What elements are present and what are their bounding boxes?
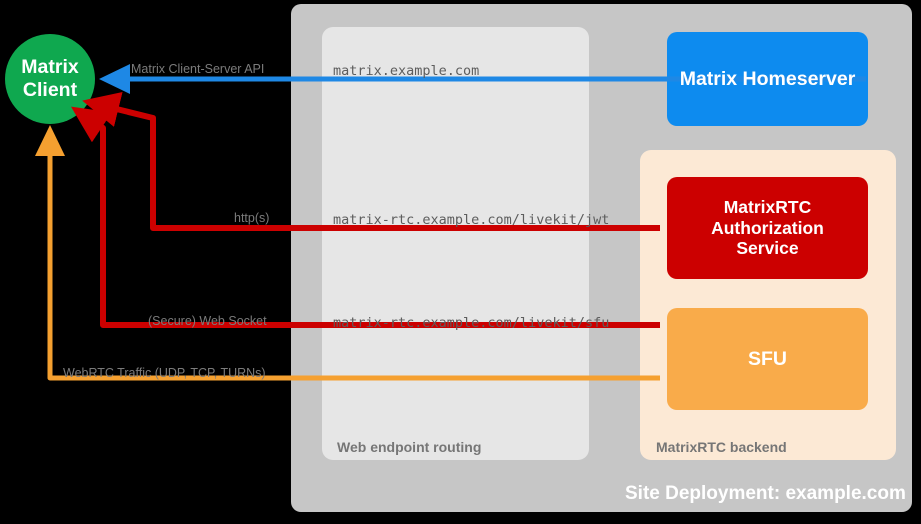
matrixrtc-authorization-service-box[interactable] (667, 177, 868, 279)
webrtc-connector (35, 124, 660, 381)
matrix-client-node[interactable] (5, 34, 95, 124)
https-connector (82, 91, 660, 231)
websocket-connector (71, 106, 660, 328)
web-endpoint-routing-group (322, 27, 589, 460)
sfu-box[interactable] (667, 308, 868, 410)
